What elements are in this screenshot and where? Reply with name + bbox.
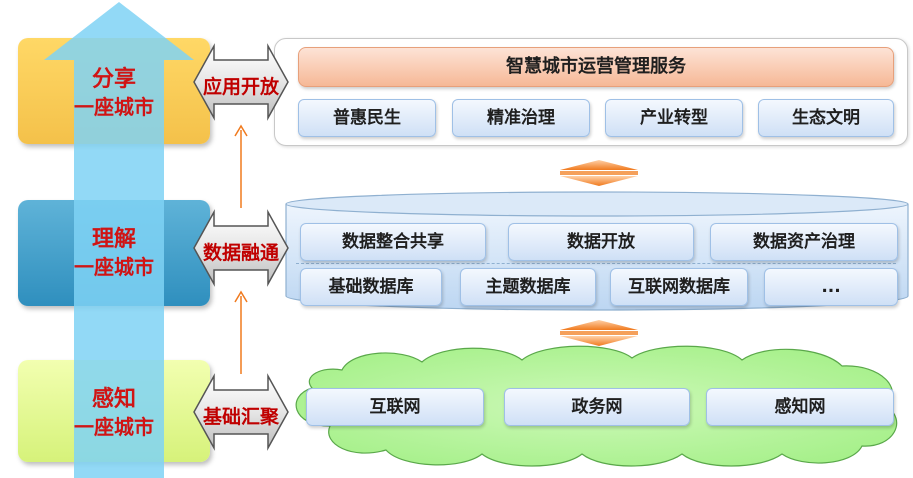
connector-data-network	[560, 320, 638, 346]
stage-share-title: 分享	[91, 67, 136, 92]
service-item-governance: 精准治理	[452, 99, 590, 137]
stage-share-text: 分享 一座城市	[18, 66, 210, 120]
app-open-double-arrow	[193, 43, 289, 121]
data-item-open: 数据开放	[508, 223, 694, 261]
stage-perceive-text: 感知 一座城市	[18, 386, 210, 440]
service-item-welfare: 普惠民生	[298, 99, 436, 137]
data-item-base-db: 基础数据库	[300, 268, 442, 306]
network-item-sensing: 感知网	[706, 388, 894, 426]
base-gather-double-arrow	[193, 373, 289, 451]
service-item-ecology: 生态文明	[758, 99, 894, 137]
service-layer-title: 智慧城市运营管理服务	[298, 47, 894, 87]
data-item-more: ...	[764, 268, 898, 306]
stage-share-subtitle: 一座城市	[74, 95, 154, 119]
stage-understand-text: 理解 一座城市	[18, 226, 210, 280]
network-item-internet: 互联网	[306, 388, 484, 426]
data-item-integration: 数据整合共享	[300, 223, 486, 261]
app-open-label: 应用开放	[202, 76, 279, 98]
service-item-industry: 产业转型	[605, 99, 743, 137]
stage-perceive-title: 感知	[91, 387, 136, 412]
network-item-government: 政务网	[504, 388, 690, 426]
data-fusion-label: 数据融通	[202, 242, 279, 264]
stage-understand-subtitle: 一座城市	[74, 255, 154, 279]
thin-up-arrow-upper	[234, 124, 248, 208]
thin-up-arrow-lower	[234, 290, 248, 374]
data-item-asset-governance: 数据资产治理	[710, 223, 898, 261]
connector-service-data	[560, 160, 638, 186]
data-layer-divider	[296, 263, 896, 264]
base-gather-label: 基础汇聚	[202, 406, 279, 428]
data-fusion-double-arrow	[193, 209, 289, 287]
data-item-internet-db: 互联网数据库	[610, 268, 748, 306]
data-item-topic-db: 主题数据库	[460, 268, 596, 306]
big-up-arrow	[44, 2, 194, 478]
stage-perceive-subtitle: 一座城市	[74, 415, 154, 439]
stage-understand-title: 理解	[91, 227, 136, 252]
